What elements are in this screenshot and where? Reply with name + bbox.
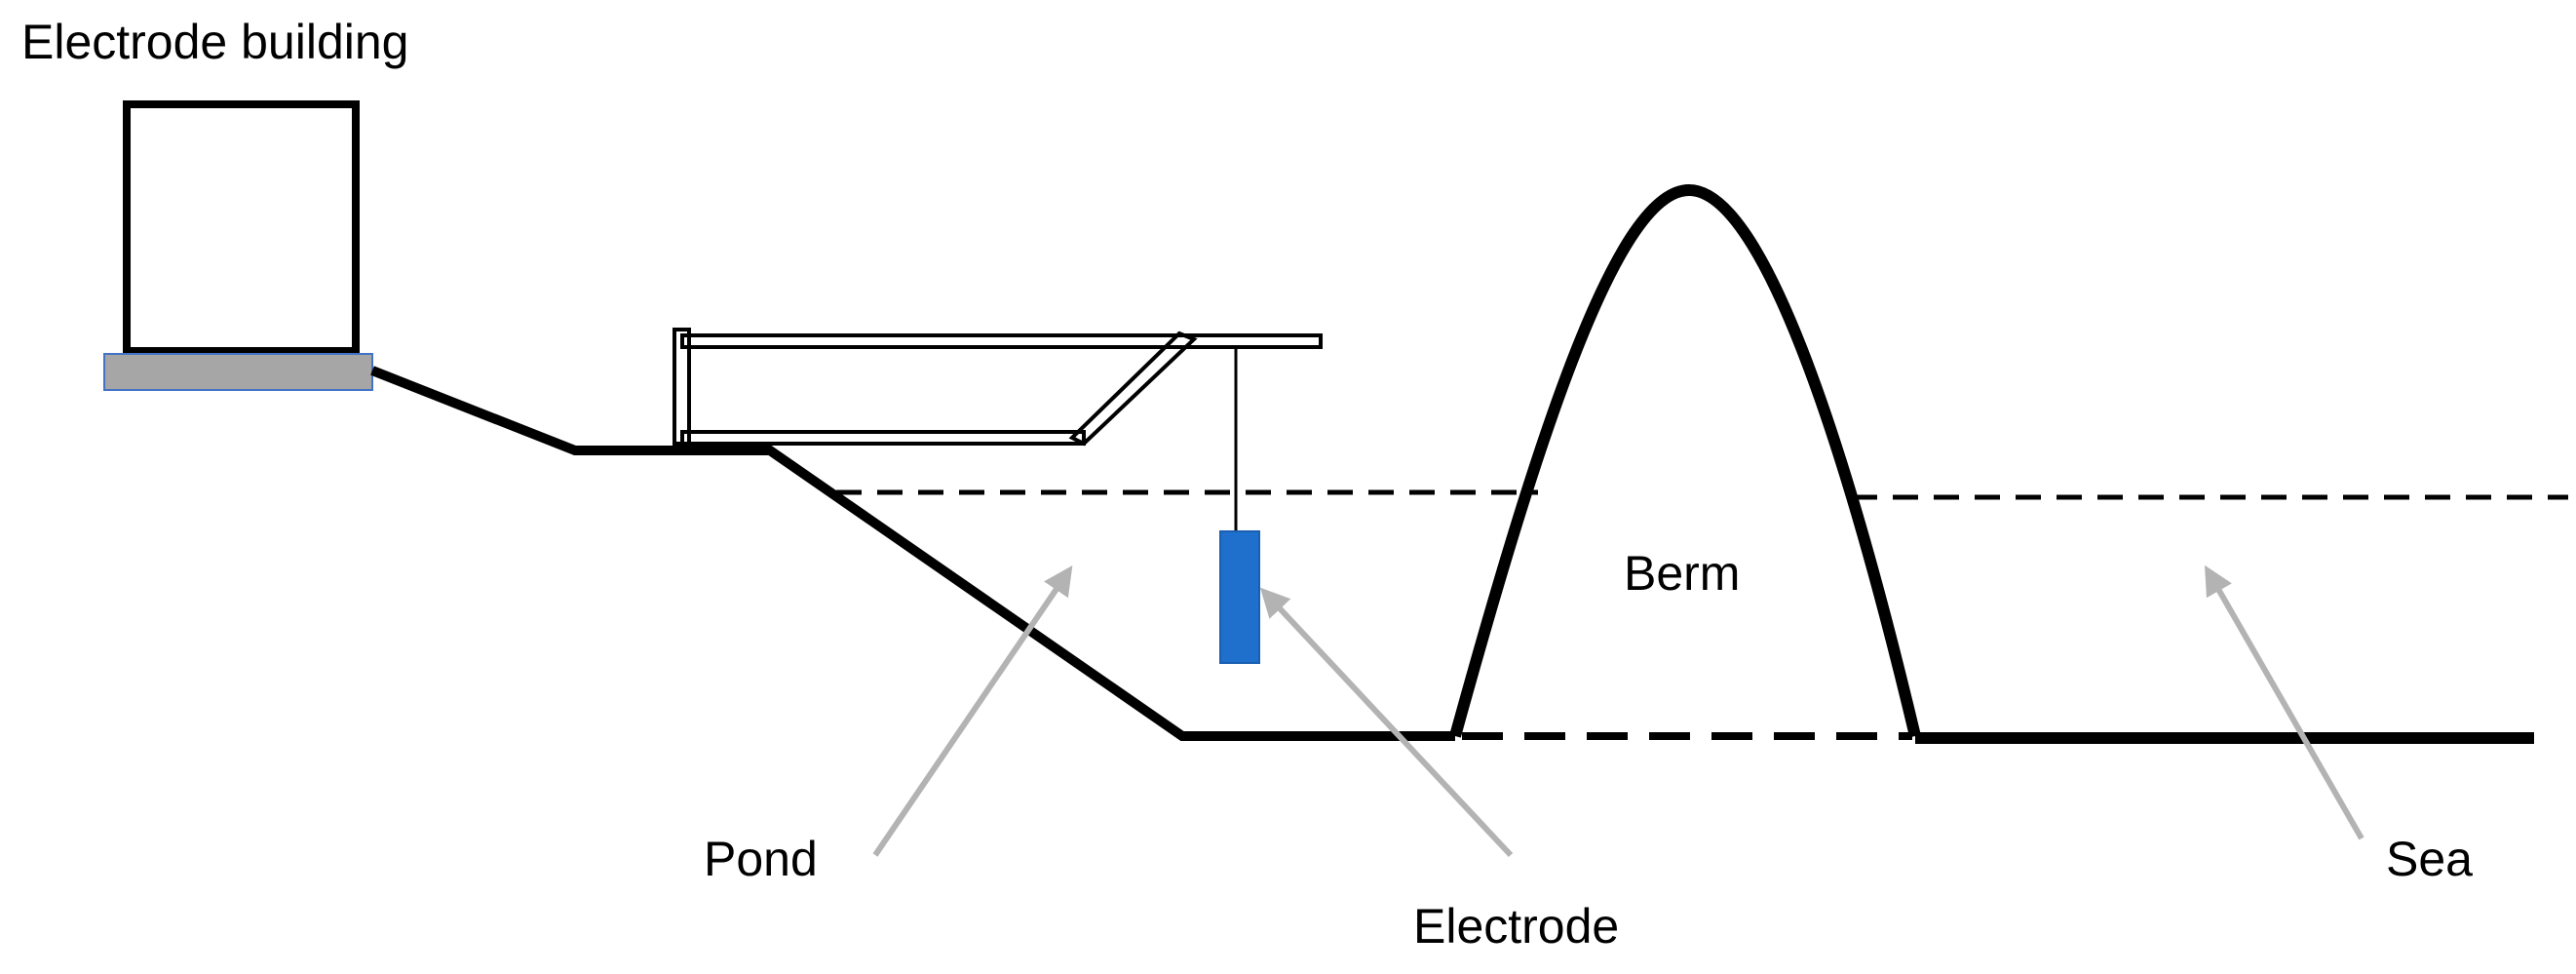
electrode-label: Electrode xyxy=(1413,899,1619,954)
sea-label: Sea xyxy=(2386,832,2473,886)
electrode xyxy=(1219,530,1260,664)
pond-label: Pond xyxy=(704,832,818,886)
electrode-arrow xyxy=(1259,587,1514,858)
berm-label: Berm xyxy=(1624,546,1740,601)
pond-arrow xyxy=(872,565,1073,857)
berm xyxy=(1449,183,1921,738)
electrode-building xyxy=(123,100,360,355)
building-foundation xyxy=(103,353,373,391)
sea-arrow xyxy=(2205,565,2365,840)
electrode-building-label: Electrode building xyxy=(21,15,409,69)
electrode-gantry xyxy=(673,328,1323,531)
ground-line-left xyxy=(370,366,1455,741)
